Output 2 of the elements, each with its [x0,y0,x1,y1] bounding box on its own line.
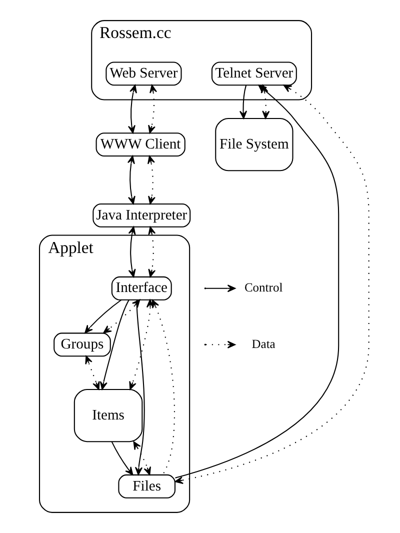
legend-label: Data [252,336,276,351]
legend-label: Control [244,280,283,295]
